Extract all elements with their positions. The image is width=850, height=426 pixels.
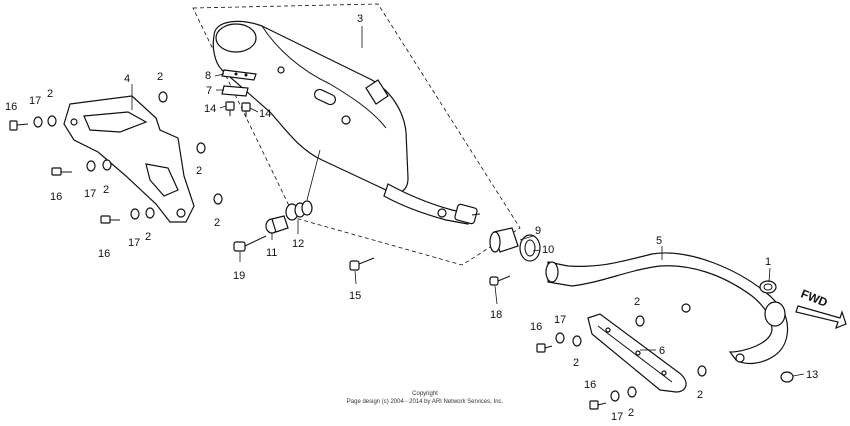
bolt-16-pipe-lower <box>589 400 607 410</box>
callout-15: 15 <box>349 290 361 302</box>
bolt-19 <box>233 235 267 252</box>
callout-10: 10 <box>542 244 554 256</box>
heat-shield-left <box>63 95 195 223</box>
bolt-15 <box>349 257 375 271</box>
callout-18: 18 <box>490 309 502 321</box>
copyright-line-1: Copyright <box>412 391 438 397</box>
bolt-14b <box>241 102 251 117</box>
callout-2-pipe-right: 2 <box>697 389 703 401</box>
nut-2-pipe-top <box>635 315 645 327</box>
callout-2-upper: 2 <box>157 71 163 83</box>
callout-11: 11 <box>266 247 277 259</box>
callout-9: 9 <box>535 225 541 237</box>
nut-2-pipe-right <box>697 365 707 377</box>
callout-3: 3 <box>357 13 363 25</box>
callout-16-top: 16 <box>5 101 17 113</box>
callout-17-top: 17 <box>29 95 41 107</box>
callout-17-low: 17 <box>128 237 140 249</box>
nut-13 <box>780 371 794 383</box>
callout-17-pipe-lower: 17 <box>611 411 623 423</box>
callout-2-top-left: 2 <box>47 88 53 100</box>
callout-17-pipe-upper: 17 <box>554 314 566 326</box>
washer-17-mid <box>86 160 96 172</box>
callout-2-center: 2 <box>214 217 220 229</box>
bolt-18 <box>489 275 511 286</box>
nut-2-low <box>145 207 155 219</box>
callout-16-mid: 16 <box>50 191 62 203</box>
callout-6: 6 <box>659 345 665 357</box>
callout-14-right: 14 <box>259 108 271 120</box>
callout-4: 4 <box>124 73 130 85</box>
clamp-10 <box>519 234 541 262</box>
callout-16-pipe-upper: 16 <box>530 321 542 333</box>
gasket-1 <box>759 280 777 294</box>
muffler <box>212 20 481 225</box>
callout-5: 5 <box>656 235 662 247</box>
callout-8: 8 <box>205 70 211 82</box>
callout-2-low: 2 <box>145 231 151 243</box>
bolt-14a <box>225 101 235 116</box>
grommet-12 <box>285 149 321 221</box>
washer-17-pipe-lower <box>610 390 620 402</box>
bracket-plate <box>221 85 249 97</box>
forward-direction-arrow: FWD <box>795 287 847 330</box>
callout-2-pipe-upper: 2 <box>573 357 579 369</box>
callout-16-pipe-lower: 16 <box>584 379 596 391</box>
callout-2-mid: 2 <box>103 184 109 196</box>
nut-2-side <box>196 142 206 154</box>
callout-13: 13 <box>806 369 818 381</box>
callout-2-pipe-top: 2 <box>634 296 640 308</box>
callout-12: 12 <box>292 238 304 250</box>
collar-11 <box>265 215 289 234</box>
callout-17-mid: 17 <box>84 188 96 200</box>
washer-17-low <box>130 208 140 220</box>
copyright-line-2: Page design (c) 2004 - 2014 by ARI Netwo… <box>347 399 504 405</box>
bolt-16-pipe-upper <box>536 343 553 353</box>
washer-17-top <box>33 116 43 128</box>
callout-2-pipe-lower: 2 <box>628 407 634 419</box>
callout-2-side: 2 <box>196 165 202 177</box>
exhaust-pipe <box>545 252 789 365</box>
nut-2-mid <box>102 159 112 171</box>
callout-7: 7 <box>206 85 212 97</box>
exhaust-pipe-protector <box>587 313 687 393</box>
nut-2-pipe-lower <box>627 386 637 398</box>
nut-2-top-left <box>47 115 57 127</box>
washer-17-pipe-upper <box>555 332 565 344</box>
bolt-16-low <box>100 215 120 224</box>
bolt-16-top <box>9 120 29 131</box>
nut-2-pipe-upper <box>572 335 582 347</box>
fwd-label: FWD <box>799 287 830 310</box>
callout-1: 1 <box>765 256 771 268</box>
callout-14-left: 14 <box>204 103 216 115</box>
bolt-16-mid <box>51 167 72 176</box>
nut-2-upper <box>158 91 168 103</box>
nut-2-center <box>213 193 223 205</box>
callout-16-low: 16 <box>98 248 110 260</box>
gasket-9 <box>489 227 519 253</box>
callout-19: 19 <box>233 270 245 282</box>
